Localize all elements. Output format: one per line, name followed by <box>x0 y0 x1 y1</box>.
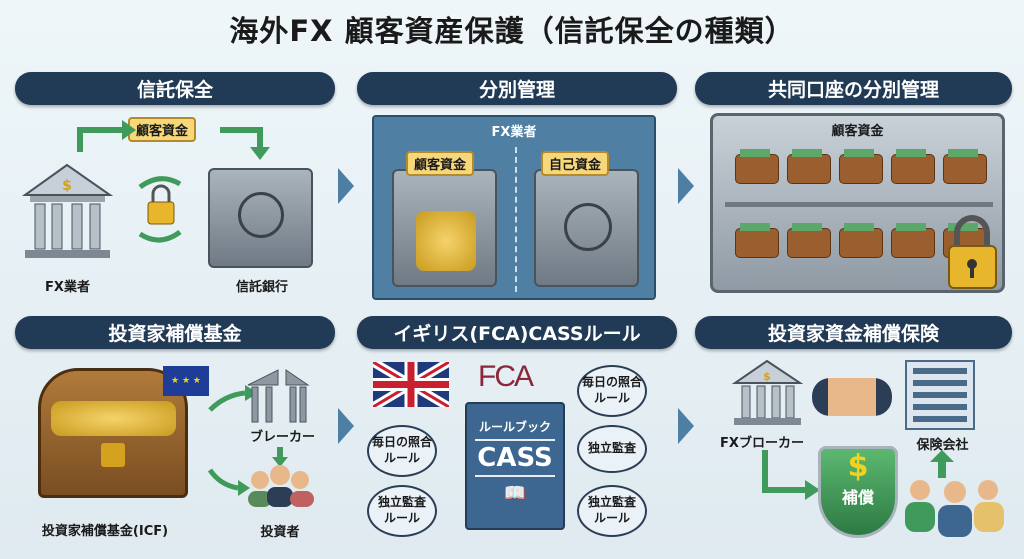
up-arrow-icon <box>930 450 954 478</box>
wallet-icon <box>839 223 883 258</box>
rulebook-title: CASS <box>475 441 555 477</box>
wallet-icon <box>943 149 987 184</box>
trust-bank-label: 信託銀行 <box>235 280 288 295</box>
fx-company-box-title: FX業者 <box>491 125 537 140</box>
cass-rulebook-icon: ルールブック CASS 📖 <box>465 402 565 530</box>
people-icon <box>905 480 1004 537</box>
wallet-icon <box>839 149 883 184</box>
svg-text:$: $ <box>62 178 72 194</box>
own-funds-tag: 自己資金 <box>541 151 610 176</box>
shield-icon: $ 補償 <box>818 446 898 538</box>
wallet-icon <box>735 223 779 258</box>
flow-arrow <box>762 450 820 500</box>
header-icf: 投資家補償基金 <box>15 316 335 349</box>
chevron-right-icon <box>678 408 694 444</box>
uk-flag-icon <box>373 362 449 407</box>
rulebook-subtitle: ルールブック <box>475 418 555 441</box>
safe-icon <box>208 168 313 268</box>
eu-flag-icon: ★ ★ ★ <box>163 366 209 396</box>
speech-bubble: 毎日の照合 ルール <box>367 425 437 477</box>
header-cass: イギリス(FCA)CASSルール <box>357 316 677 349</box>
flow-arrows <box>77 120 270 243</box>
breaker-label: ブレーカー <box>249 430 315 445</box>
padlock-icon <box>948 215 997 289</box>
open-safe-icon <box>392 169 497 287</box>
header-insurance: 投資家資金補償保険 <box>695 316 1012 349</box>
chevron-right-icon <box>678 168 694 204</box>
shield-label: 補償 <box>841 488 874 507</box>
chevron-right-icon <box>338 168 354 204</box>
flow-arrows <box>207 369 314 507</box>
wallet-icon <box>891 149 935 184</box>
page-title: 海外FX 顧客資産保護（信託保全の種類） <box>229 14 795 48</box>
insurer-label: 保険会社 <box>916 438 969 453</box>
customer-funds-tag: 顧客資金 <box>406 151 475 176</box>
treasure-chest-icon <box>38 368 188 498</box>
wallet-icon <box>787 223 831 258</box>
chevron-right-icon <box>338 408 354 444</box>
handshake-icon <box>812 378 892 416</box>
speech-bubble: 毎日の照合 ルール <box>577 365 647 417</box>
header-trust: 信託保全 <box>15 72 335 105</box>
speech-bubble: 独立監査 <box>577 425 647 473</box>
header-segregation: 分別管理 <box>357 72 677 105</box>
svg-text:$: $ <box>763 370 771 383</box>
icf-label: 投資家補償基金(ICF) <box>41 524 169 539</box>
wallet-icon <box>735 149 779 184</box>
fx-company-label: FX業者 <box>45 280 90 295</box>
insurance-building-icon <box>905 360 975 430</box>
closed-safe-icon <box>534 169 639 287</box>
speech-bubble: 独立監査 ルール <box>367 485 437 537</box>
open-book-icon: 📖 <box>503 483 527 504</box>
wallet-icon <box>891 223 935 258</box>
gold-coins-icon <box>416 211 476 271</box>
broker-label: FXブローカー <box>720 436 804 451</box>
bank-icon: $ <box>731 359 804 425</box>
wallet-icon <box>787 149 831 184</box>
fx-company-box: FX業者 <box>372 115 656 300</box>
header-joint: 共同口座の分別管理 <box>695 72 1012 105</box>
fca-logo: FCA <box>478 360 534 393</box>
vault-label: 顧客資金 <box>831 124 884 139</box>
bank-icon: $ <box>21 163 114 258</box>
investor-label: 投資者 <box>260 525 300 540</box>
speech-bubble: 独立監査 ルール <box>577 485 647 537</box>
